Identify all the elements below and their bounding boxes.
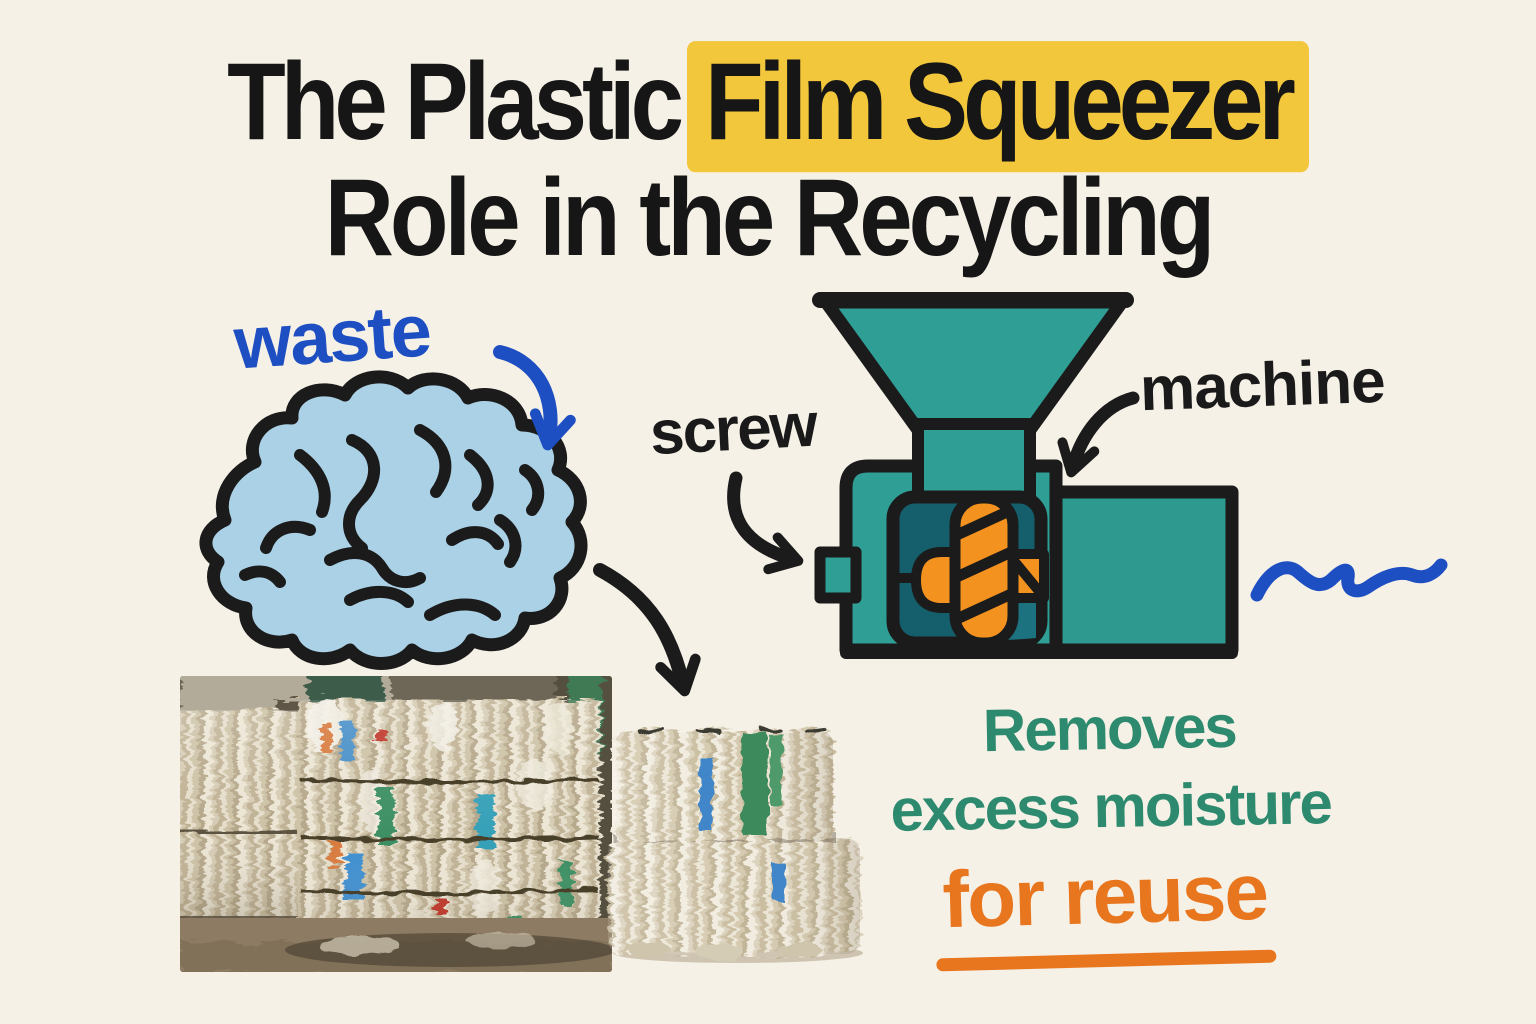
benefit-line2: excess moisture	[889, 769, 1332, 844]
title-highlight: Film Squeezer	[687, 41, 1309, 173]
page-subtitle: Role in the Recycling	[324, 157, 1216, 280]
waste-label: waste	[231, 288, 433, 385]
screw-arrow	[727, 471, 804, 575]
title-prefix: The Plastic	[227, 41, 684, 164]
bale-straps	[299, 778, 599, 896]
waste-blob-illustration	[199, 370, 588, 670]
machine-inlet-nub	[814, 546, 862, 604]
screw-illustration	[949, 492, 1019, 649]
blob-wrinkle-lines	[239, 424, 545, 621]
squeezer-machine-illustration	[812, 292, 1239, 659]
purpose-caption: for reuse	[879, 844, 1332, 973]
benefit-caption: Removes excess moisture	[854, 686, 1367, 851]
bale-arrow	[593, 563, 701, 697]
photo-main-bale	[298, 697, 600, 960]
machine-base	[840, 644, 1238, 659]
machine-label: machine	[1138, 346, 1386, 425]
machine-hopper	[819, 295, 1129, 441]
screw-label: screw	[648, 390, 818, 469]
photo-left-bale	[180, 710, 302, 928]
cutout-bottom-bale	[608, 838, 860, 960]
machine-outlet-block	[1049, 485, 1239, 657]
blue-squiggle	[1250, 558, 1448, 602]
screw-nose	[911, 547, 965, 613]
waste-arrow	[493, 345, 576, 451]
purpose-text: for reuse	[941, 846, 1268, 945]
machine-arrow	[1057, 391, 1140, 478]
annotation-arrows	[493, 345, 1448, 697]
bale-photo	[180, 676, 612, 972]
benefit-line1: Removes	[982, 692, 1237, 765]
bale-cutout	[608, 727, 863, 963]
cutout-top-bale	[613, 727, 833, 842]
photo-ground	[180, 918, 612, 972]
